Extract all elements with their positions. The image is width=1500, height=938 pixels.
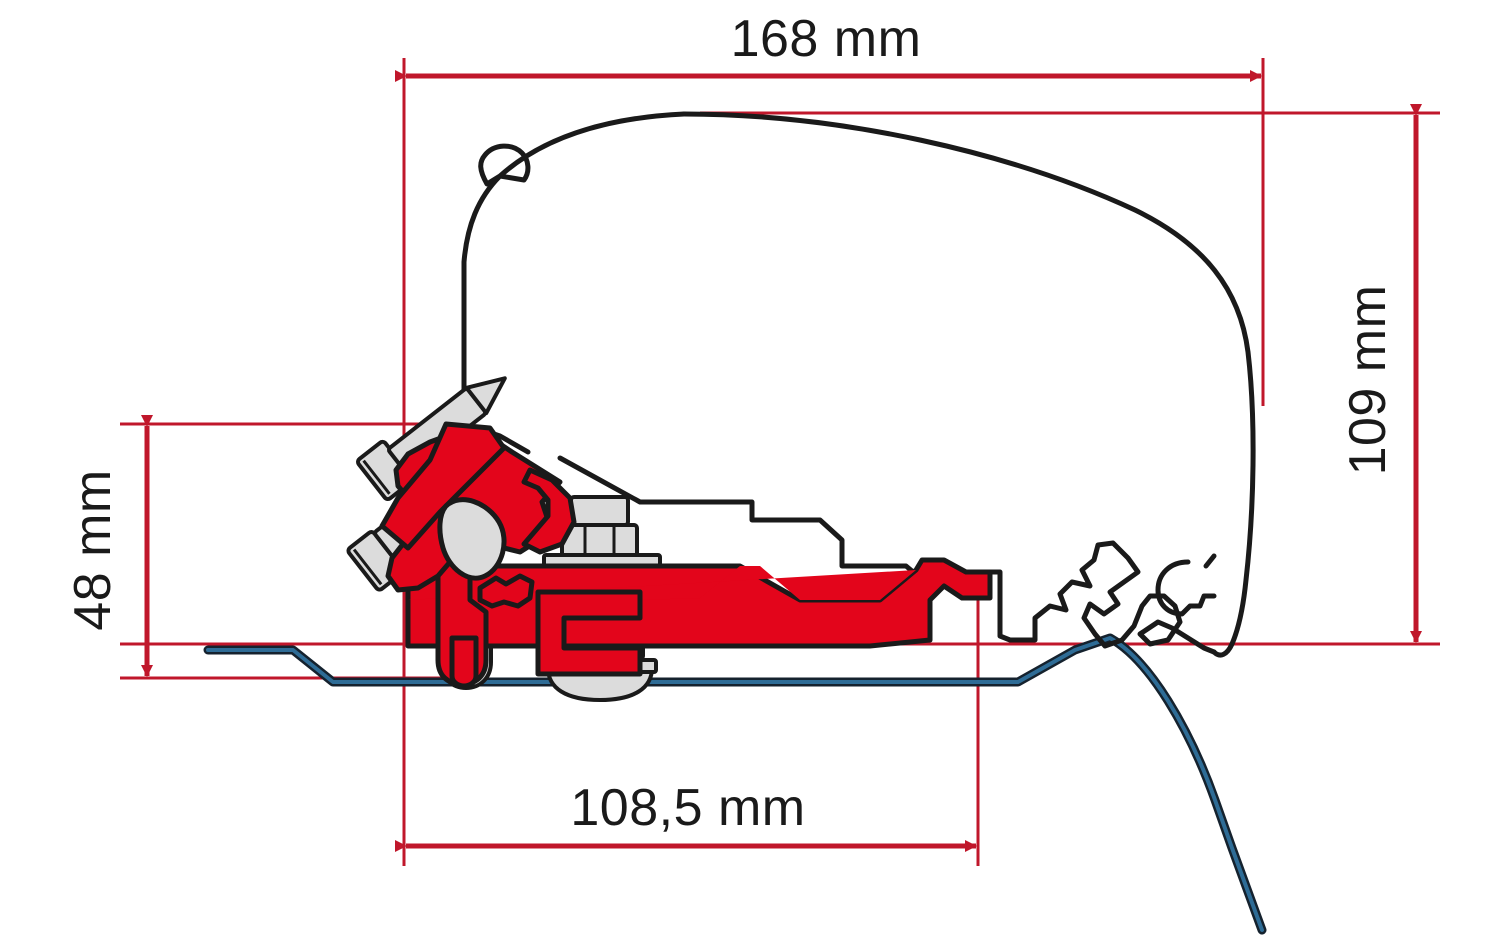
bracket-upper-arm (379, 421, 507, 551)
bolt-tip-left-upper (464, 376, 507, 416)
bracket-u-clamp (535, 589, 643, 677)
dimension-label-48: 48 mm (64, 469, 122, 630)
dimension-label-1085: 108,5 mm (570, 779, 805, 837)
bracket-leg-accent (449, 635, 479, 689)
dimension-label-109: 109 mm (1339, 285, 1397, 476)
dimension-label-168: 168 mm (731, 10, 922, 68)
awning-case-profile (461, 111, 1256, 658)
slot-washer-overlay (437, 497, 507, 581)
bracket-hook-right (408, 566, 916, 600)
bracket-latch-notch (477, 573, 535, 609)
vehicle-roof-profile (203, 633, 1267, 935)
bracket-claw (521, 467, 577, 555)
bolt-head-upper (569, 495, 630, 527)
extension-lines (120, 58, 1440, 866)
dimension-lines (141, 70, 1422, 852)
